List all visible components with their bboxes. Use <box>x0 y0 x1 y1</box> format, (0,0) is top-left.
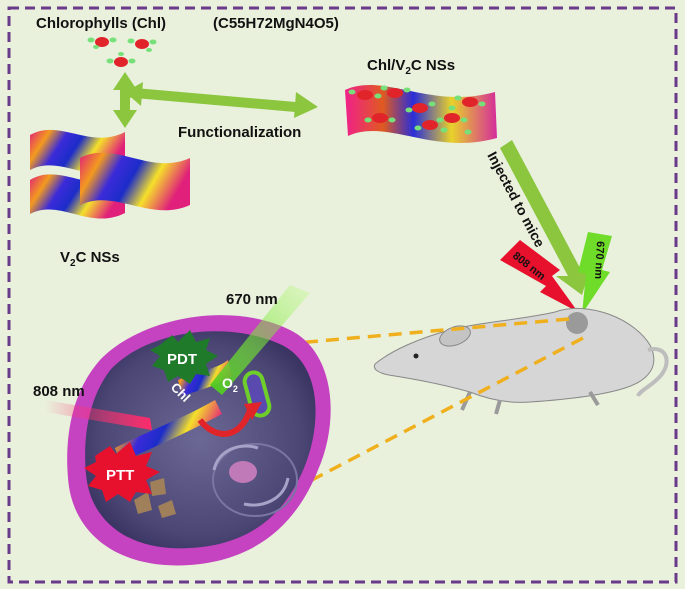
ptt-label: PTT <box>106 467 134 484</box>
laser-808-mouse <box>500 240 578 312</box>
dashed-border <box>7 6 678 584</box>
formula-label: (C55H72MgN4O5) <box>213 15 339 32</box>
laser-670-mouse <box>578 232 612 314</box>
ptt-burst <box>84 442 160 502</box>
670nm-cell-label: 670 nm <box>226 291 278 308</box>
v2c-label: V2C NSs <box>60 249 120 269</box>
chlorophyll-molecules <box>87 37 157 67</box>
chl-v2c-nanosheet <box>345 85 497 143</box>
mouse-illustration <box>373 307 669 415</box>
chlorophylls-label: Chlorophylls (Chl) <box>36 15 166 32</box>
functionalization-arrows <box>113 72 318 128</box>
808nm-cell-label: 808 nm <box>33 383 85 400</box>
v2c-nanosheets <box>30 129 190 219</box>
chl-v2c-label: Chl/V2C NSs <box>367 57 455 77</box>
zoom-dashed-lines <box>261 317 584 482</box>
670nm-mouse-label: 670 nm <box>592 241 606 280</box>
functionalization-label: Functionalization <box>178 124 301 141</box>
pdt-label: PDT <box>167 351 197 368</box>
o2-label: O2 <box>222 375 238 394</box>
injection-arrow <box>500 140 592 295</box>
pdt-burst <box>150 330 218 384</box>
cell-illustration <box>45 285 331 566</box>
